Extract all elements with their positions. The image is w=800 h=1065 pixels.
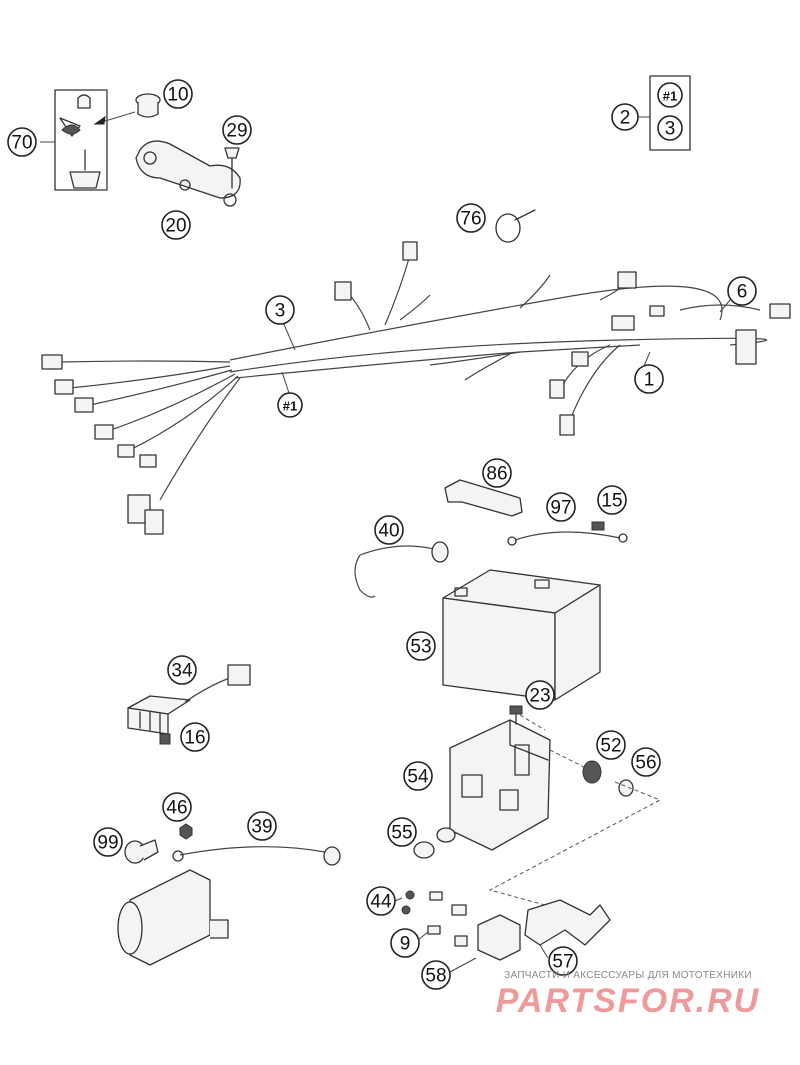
svg-text:76: 76 xyxy=(460,209,481,230)
svg-text:58: 58 xyxy=(425,966,446,987)
part-99-cap xyxy=(124,839,159,864)
svg-text:20: 20 xyxy=(165,216,186,237)
callout-15: 15 xyxy=(597,485,627,515)
callout-76: 76 xyxy=(456,203,486,233)
svg-text:57: 57 xyxy=(552,952,573,973)
svg-text:9: 9 xyxy=(400,934,411,955)
svg-text:2: 2 xyxy=(620,108,631,129)
callout-2-sub-1: #1 xyxy=(657,82,683,108)
svg-text:34: 34 xyxy=(171,661,193,682)
callout-52: 52 xyxy=(596,730,626,760)
callout-55: 55 xyxy=(387,817,417,847)
svg-text:99: 99 xyxy=(97,833,118,854)
part-starter-motor xyxy=(117,869,229,966)
part-9-fuse-holders xyxy=(427,891,443,935)
callout-3: 3 xyxy=(265,295,295,325)
part-58-fuses xyxy=(451,904,521,961)
part-56-bushing xyxy=(618,779,634,797)
svg-text:70: 70 xyxy=(11,133,32,154)
callout-54: 54 xyxy=(403,761,433,791)
part-39-starter-cable xyxy=(172,846,341,866)
callout-harness-1: #1 xyxy=(277,392,303,418)
callout-9: 9 xyxy=(390,928,420,958)
part-53-battery xyxy=(442,569,601,701)
callout-6: 6 xyxy=(727,276,757,306)
svg-text:3: 3 xyxy=(275,301,286,322)
callout-70: 70 xyxy=(7,127,37,157)
part-76-cable-tie xyxy=(495,209,536,243)
svg-text:#1: #1 xyxy=(663,89,677,104)
part-16-screw xyxy=(159,733,171,745)
svg-text:#1: #1 xyxy=(283,399,297,414)
svg-text:52: 52 xyxy=(600,736,621,757)
callout-16: 16 xyxy=(180,722,210,752)
svg-text:10: 10 xyxy=(167,85,188,106)
svg-text:1: 1 xyxy=(644,370,655,391)
part-46-nut xyxy=(179,823,193,840)
callout-46: 46 xyxy=(162,792,192,822)
callout-86: 86 xyxy=(482,458,512,488)
svg-text:3: 3 xyxy=(665,119,676,140)
svg-text:40: 40 xyxy=(378,521,399,542)
callout-23: 23 xyxy=(525,680,555,710)
callout-29: 29 xyxy=(222,115,252,145)
callout-44: 44 xyxy=(366,886,396,916)
svg-text:97: 97 xyxy=(550,498,571,519)
part-70-key-assembly xyxy=(40,89,108,191)
main-wiring-harness xyxy=(41,241,791,535)
svg-text:53: 53 xyxy=(410,637,431,658)
part-23-screw xyxy=(509,705,523,725)
callout-34: 34 xyxy=(167,655,197,685)
part-86-battery-strap xyxy=(444,479,523,517)
callout-99: 99 xyxy=(93,827,123,857)
callout-2-sub-3: 3 xyxy=(657,115,683,141)
watermark-logo: PARTSFOR.RU xyxy=(495,982,761,1020)
watermark-caption: ЗАПЧАСТИ И АКСЕССУАРЫ ДЛЯ МОТОТЕХНИКИ xyxy=(504,970,752,981)
part-10-cap xyxy=(135,93,161,118)
part-40-battery-cable xyxy=(354,541,449,598)
svg-text:6: 6 xyxy=(737,282,748,303)
svg-text:86: 86 xyxy=(486,464,507,485)
svg-text:15: 15 xyxy=(601,491,622,512)
part-29-bolt xyxy=(224,147,240,189)
svg-text:16: 16 xyxy=(184,728,205,749)
callout-97: 97 xyxy=(546,492,576,522)
callout-10: 10 xyxy=(163,79,193,109)
callout-39: 39 xyxy=(247,811,277,841)
svg-text:54: 54 xyxy=(407,767,429,788)
svg-text:46: 46 xyxy=(166,798,187,819)
svg-text:23: 23 xyxy=(529,686,550,707)
part-97-ground-cable xyxy=(507,531,628,546)
part-34-regulator xyxy=(127,664,251,735)
part-57-relay-bracket xyxy=(524,899,611,946)
part-15-bolt xyxy=(591,521,605,531)
callout-58: 58 xyxy=(421,960,451,990)
svg-text:56: 56 xyxy=(635,753,656,774)
callout-40: 40 xyxy=(374,515,404,545)
svg-text:44: 44 xyxy=(370,892,392,913)
callout-53: 53 xyxy=(406,631,436,661)
part-54-battery-holder xyxy=(449,719,551,851)
part-2-set-box xyxy=(649,75,691,151)
svg-text:55: 55 xyxy=(391,823,412,844)
arrow-head xyxy=(93,115,106,125)
callout-2: 2 xyxy=(611,103,639,131)
part-20-bracket xyxy=(135,140,241,207)
part-52-grommet xyxy=(582,760,602,784)
part-44-screws xyxy=(401,890,415,915)
part-55-sleeve xyxy=(413,827,456,859)
watermark: ЗАПЧАСТИ И АКСЕССУАРЫ ДЛЯ МОТОТЕХНИКИ PA… xyxy=(468,970,788,1021)
callout-57: 57 xyxy=(548,946,578,976)
callout-56: 56 xyxy=(631,747,661,777)
svg-text:39: 39 xyxy=(251,817,272,838)
svg-text:29: 29 xyxy=(226,121,247,142)
callout-1: 1 xyxy=(634,364,664,394)
callout-20: 20 xyxy=(161,210,191,240)
